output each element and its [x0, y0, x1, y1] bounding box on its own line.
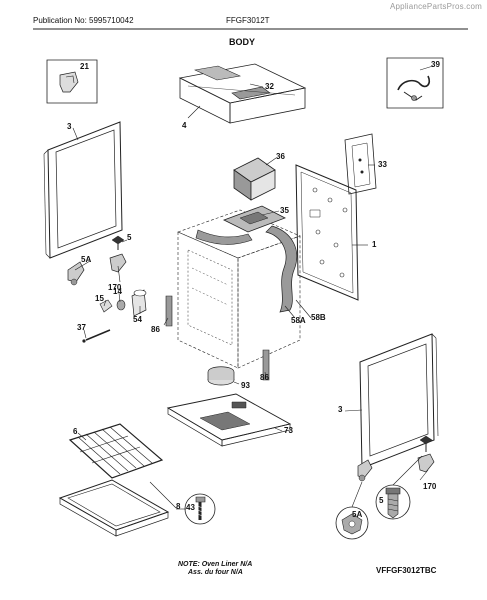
part-label: 8 — [176, 502, 181, 511]
part-label: 21 — [80, 62, 89, 71]
part-32-top-bracket — [180, 64, 305, 123]
part-33-bracket — [345, 134, 376, 194]
part-label: 37 — [77, 323, 86, 332]
part-label: 73 — [284, 426, 293, 435]
publication-number: Publication No: 5995710042 — [33, 16, 134, 25]
part-label: 170 — [108, 283, 122, 292]
part-label: 170 — [423, 482, 437, 491]
part-1-rear-panel — [296, 165, 358, 300]
part-label: 32 — [265, 82, 274, 91]
model-number: FFGF3012T — [226, 16, 270, 25]
footer-note-line1: NOTE: Oven Liner N/A — [178, 561, 253, 568]
part-93-cap — [208, 367, 234, 385]
part-label: 43 — [186, 503, 195, 512]
footer-note-line2: Ass. du four N/A — [188, 569, 243, 576]
part-label: 3 — [67, 122, 72, 131]
part-label: 5 — [127, 233, 132, 242]
part-39-inset — [387, 58, 443, 108]
right-hinge-hardware — [358, 436, 434, 481]
left-hinge-hardware — [68, 236, 126, 285]
part-label: 39 — [431, 60, 440, 69]
part-label: 14 — [113, 287, 122, 296]
part-21-inset — [47, 60, 97, 103]
part-label: 3 — [338, 405, 343, 414]
part-5-screw-inset — [376, 485, 410, 519]
part-5A-bracket-inset — [336, 507, 368, 539]
part-36-vent-box — [234, 158, 275, 200]
part-8-broiler-pan — [60, 480, 168, 536]
leader-lines — [73, 84, 428, 509]
part-6-oven-rack — [70, 424, 162, 478]
part-label: 5 — [379, 496, 384, 505]
part-label: 6 — [73, 427, 78, 436]
part-label: 86 — [260, 373, 269, 382]
part-label: 54 — [133, 315, 142, 324]
watermark: AppliancePartsPros.com — [390, 2, 482, 11]
diagram-document-id: VFFGF3012TBC — [376, 566, 437, 575]
part-label: 58A — [291, 316, 306, 325]
small-parts-left — [82, 290, 269, 380]
part-label: 5A — [81, 255, 92, 264]
part-label: 5A — [352, 510, 363, 519]
part-3-side-panel-right — [360, 334, 438, 468]
part-label: 35 — [280, 206, 289, 215]
part-label: 93 — [241, 381, 250, 390]
part-label: 33 — [378, 160, 387, 169]
part-73-bottom-panel — [168, 394, 290, 446]
part-label: 15 — [95, 294, 104, 303]
part-label: 4 — [182, 121, 187, 130]
section-title: BODY — [229, 37, 256, 47]
part-label: 36 — [276, 152, 285, 161]
part-label: 58B — [311, 313, 326, 322]
part-label: 1 — [372, 240, 377, 249]
part-label: 86 — [151, 325, 160, 334]
part-3-side-panel-left — [44, 122, 122, 258]
oven-body — [178, 206, 300, 368]
